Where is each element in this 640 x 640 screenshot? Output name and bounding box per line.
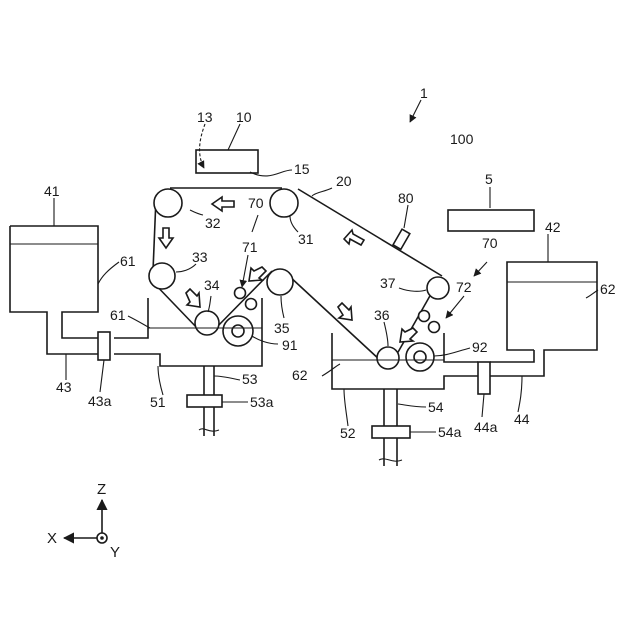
valve-44a [478,362,490,394]
roller-34 [195,311,219,335]
label-62-bath: 62 [292,367,308,383]
roller-33 [149,263,175,289]
label-42: 42 [545,219,561,235]
axis-label-z: Z [97,481,106,498]
small-roller-71b [246,299,257,310]
label-13: 13 [197,109,213,125]
roller-31 [270,189,298,217]
roller-35 [267,269,293,295]
label-54: 54 [428,399,444,415]
roller-32 [154,189,182,217]
small-roller-72a [419,311,430,322]
small-roller-71a [235,288,246,299]
label-72: 72 [456,279,472,295]
label-1: 1 [420,85,428,101]
small-roller-72b [429,322,440,333]
arrow-downright-1 [186,289,200,307]
roller-91-inner [232,325,244,337]
leader-lines [54,100,598,432]
label-61-tank: 61 [120,253,136,269]
reference-labels: 1 100 13 10 15 20 80 5 41 61 61 42 62 62… [44,85,616,441]
label-44a: 44a [474,419,498,435]
tank-42 [490,262,597,376]
unit-10 [196,150,258,173]
label-32: 32 [205,215,221,231]
label-71: 71 [242,239,258,255]
axis-label-y: Y [110,544,120,561]
label-54a: 54a [438,424,462,440]
label-34: 34 [204,277,220,293]
label-43: 43 [56,379,72,395]
label-37: 37 [380,275,396,291]
label-10: 10 [236,109,252,125]
arrow-upleft [344,230,364,245]
label-53: 53 [242,371,258,387]
label-35: 35 [274,320,290,336]
rollers [149,189,449,371]
web-belt [150,188,442,361]
tanks [10,226,597,389]
label-70-left: 70 [248,195,264,211]
unit-5 [448,210,534,231]
label-5: 5 [485,171,493,187]
label-92: 92 [472,339,488,355]
axis-indicator [64,500,107,543]
valve-43a [98,332,110,360]
label-100: 100 [450,131,474,147]
arrow-upright-2 [400,328,417,342]
label-31: 31 [298,231,314,247]
axis-labels: Z X Y [47,481,120,561]
label-91: 91 [282,337,298,353]
label-61-bath: 61 [110,307,126,323]
roller-36 [377,347,399,369]
label-41: 41 [44,183,60,199]
label-33: 33 [192,249,208,265]
label-51: 51 [150,394,166,410]
arrow-downright-2 [338,303,352,320]
arrow-down [159,228,173,248]
label-44: 44 [514,411,530,427]
label-53a: 53a [250,394,274,410]
tank-41 [10,226,98,338]
label-43a: 43a [88,393,112,409]
label-62-tank: 62 [600,281,616,297]
label-15: 15 [294,161,310,177]
sensor-80 [393,229,410,249]
valve-53a [187,395,222,407]
roller-92-inner [414,351,426,363]
label-80: 80 [398,190,414,206]
arrow-left [212,197,234,211]
axis-label-x: X [47,530,57,547]
label-36: 36 [374,307,390,323]
roller-37 [427,277,449,299]
valve-54a [372,426,410,438]
label-52: 52 [340,425,356,441]
label-70-right: 70 [482,235,498,251]
label-20: 20 [336,173,352,189]
